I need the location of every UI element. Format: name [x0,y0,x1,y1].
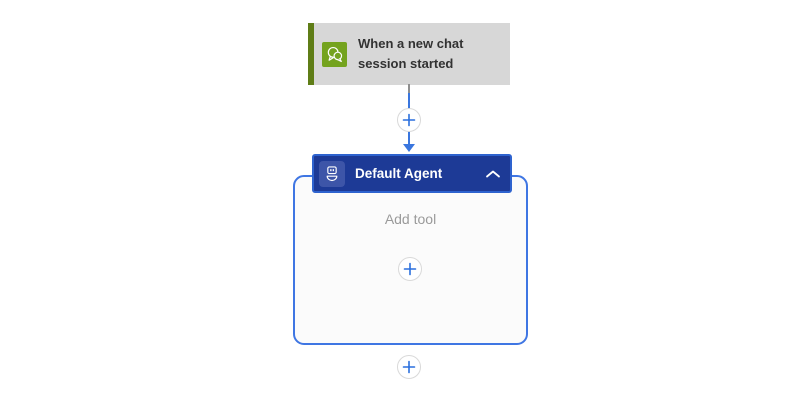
add-tool-button[interactable] [398,257,422,281]
plus-icon [402,360,416,374]
trigger-title: When a new chat session started [358,34,463,74]
trigger-accent-bar [308,23,314,85]
connector-arrowhead [403,144,415,152]
plus-icon [402,113,416,127]
connector-stub [408,84,410,94]
agent-header[interactable]: Default Agent [312,154,512,193]
trigger-title-line1: When a new chat [358,36,464,51]
trigger-card[interactable]: When a new chat session started [308,23,510,85]
plus-icon [403,262,417,276]
chat-bubbles-icon [322,41,347,67]
trigger-title-line2: session started [358,56,454,71]
bot-icon [319,160,345,187]
add-tool-placeholder: Add tool [384,211,437,227]
insert-step-after-button[interactable] [397,355,421,379]
insert-step-between-button[interactable] [397,108,421,132]
agent-header-label: Default Agent [355,166,443,181]
chevron-up-icon[interactable] [485,169,501,179]
